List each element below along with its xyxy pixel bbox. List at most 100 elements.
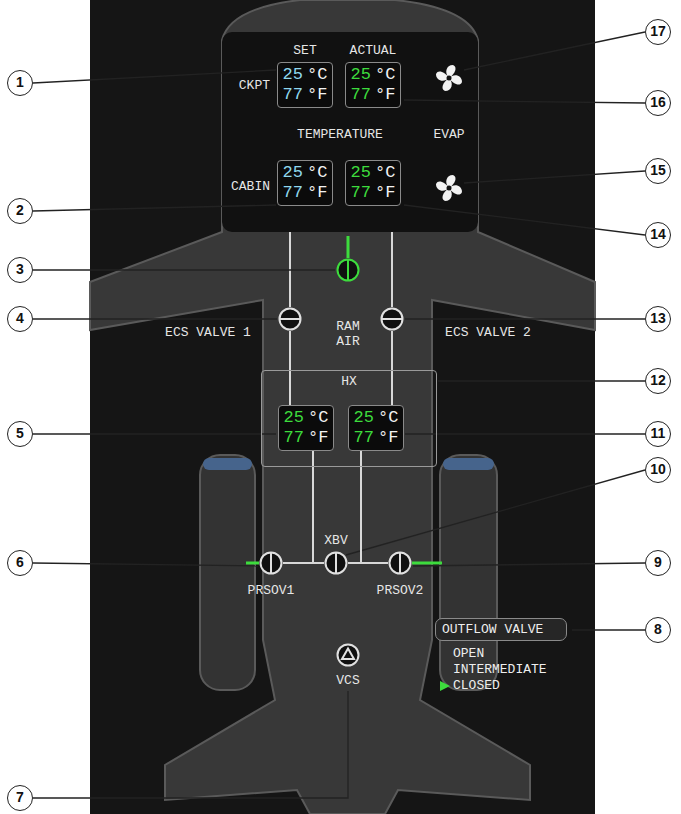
valve-symbol xyxy=(278,307,302,331)
pointer-shape xyxy=(440,681,450,691)
valve-indicator xyxy=(270,553,272,574)
callout-number: 8 xyxy=(645,617,671,643)
temp-value: 25 xyxy=(351,65,371,84)
hx-temp-box: 25°C77°F xyxy=(278,405,335,451)
valve-body xyxy=(338,645,359,666)
callout-number: 1 xyxy=(7,70,33,96)
temp-row: 77°F xyxy=(354,428,399,448)
valve-symbol xyxy=(324,551,348,575)
option-row: OPEN xyxy=(435,646,595,662)
column-heading: SET xyxy=(293,43,316,58)
valve-label: PRSOV1 xyxy=(248,583,295,598)
valve-body xyxy=(280,309,301,330)
temp-unit: °C xyxy=(375,163,395,182)
ram-air-valve: RAM AIR xyxy=(336,258,360,282)
leader-lines xyxy=(33,32,645,798)
valve-body xyxy=(261,553,282,574)
temp-value: 25 xyxy=(283,65,303,84)
hx-temp-box: 25°C77°F xyxy=(348,405,405,451)
valve-label: VCS xyxy=(336,673,359,688)
valve-label: PRSOV2 xyxy=(377,583,424,598)
temp-value: 25 xyxy=(284,408,304,427)
duct-connector xyxy=(283,451,313,563)
callout-number: 9 xyxy=(645,550,671,576)
duct-connector xyxy=(289,331,291,405)
temp-row: 25°C xyxy=(351,65,396,85)
ram-air-duct xyxy=(347,236,350,258)
temp-value: 77 xyxy=(351,85,371,104)
callout-number: 16 xyxy=(645,90,671,116)
fan-label: EVAP xyxy=(433,127,464,142)
temp-value: 25 xyxy=(351,163,371,182)
temp-unit: °F xyxy=(375,85,395,104)
temp-value: 25 xyxy=(354,408,374,427)
temp-row: 77°F xyxy=(351,183,396,203)
valve-body xyxy=(338,260,359,281)
temp-unit: °F xyxy=(378,428,398,447)
temp-unit: °C xyxy=(307,163,327,182)
group-heading: HX xyxy=(262,371,436,389)
valve-symbol xyxy=(388,551,412,575)
valve-indicator xyxy=(382,318,403,320)
temp-value: 77 xyxy=(351,183,371,202)
callout-number: 12 xyxy=(645,368,671,394)
setpoint-box: 25°C77°F xyxy=(277,160,334,206)
column-heading: ACTUAL xyxy=(350,43,397,58)
callout-number: 5 xyxy=(7,421,33,447)
temp-unit: °F xyxy=(307,85,327,104)
callout-number: 4 xyxy=(7,306,33,332)
temp-value: 77 xyxy=(283,85,303,104)
valve-symbol xyxy=(336,258,360,282)
temp-row: 77°F xyxy=(283,183,328,203)
valve-label: ECS VALVE 1 xyxy=(165,325,251,340)
duct-connector xyxy=(391,331,393,405)
temp-unit: °F xyxy=(375,183,395,202)
temp-unit: °C xyxy=(307,65,327,84)
shutoff-valve: PRSOV2 xyxy=(388,551,412,575)
bleed-stub xyxy=(246,562,259,565)
temperature-panel xyxy=(222,32,478,232)
setpoint-box: 25°C77°F xyxy=(277,62,334,108)
crossbleed-valve: XBV xyxy=(324,551,348,575)
shutoff-valve: PRSOV1 xyxy=(259,551,283,575)
temp-row: 77°F xyxy=(284,428,329,448)
callout-number: 6 xyxy=(7,550,33,576)
duct-line xyxy=(391,232,393,307)
callout-number: 13 xyxy=(645,306,671,332)
valve-indicator xyxy=(399,553,401,574)
temp-row: 77°F xyxy=(351,85,396,105)
temp-unit: °F xyxy=(308,428,328,447)
option-text: CLOSED xyxy=(453,678,500,693)
ecs-valve: ECS VALVE 1 xyxy=(278,307,302,331)
callout-number: 14 xyxy=(645,222,671,248)
temp-unit: °F xyxy=(307,183,327,202)
valve-label: ECS VALVE 2 xyxy=(445,325,531,340)
temp-row: 25°C xyxy=(283,65,328,85)
temp-value: 77 xyxy=(284,428,304,447)
screen-background xyxy=(90,0,595,814)
valve-symbol xyxy=(336,643,360,667)
right-engine xyxy=(440,455,497,690)
ecs-valve: ECS VALVE 2 xyxy=(380,307,404,331)
duct-connector xyxy=(313,451,324,563)
vcs-symbol: VCS xyxy=(336,643,360,667)
option-text: OPEN xyxy=(453,646,484,661)
zone-label: CABIN xyxy=(231,179,270,194)
selection-pointer xyxy=(440,681,450,691)
section-heading: TEMPERATURE xyxy=(297,127,383,142)
evap-fan-icon xyxy=(436,65,462,91)
fuselage-wings xyxy=(90,0,595,814)
valve-body xyxy=(390,553,411,574)
heat-exchanger-group: HX25°C77°F25°C77°F xyxy=(261,370,437,467)
left-engine xyxy=(200,455,255,690)
actual-temp-box: 25°C77°F xyxy=(345,160,402,206)
evap-fan-icon xyxy=(436,175,462,201)
duct-connector xyxy=(348,451,361,563)
valve-symbol xyxy=(259,551,283,575)
spacer xyxy=(435,641,595,646)
zone-label: CKPT xyxy=(239,78,270,93)
temp-row: 25°C xyxy=(354,408,399,428)
valve-body xyxy=(382,309,403,330)
